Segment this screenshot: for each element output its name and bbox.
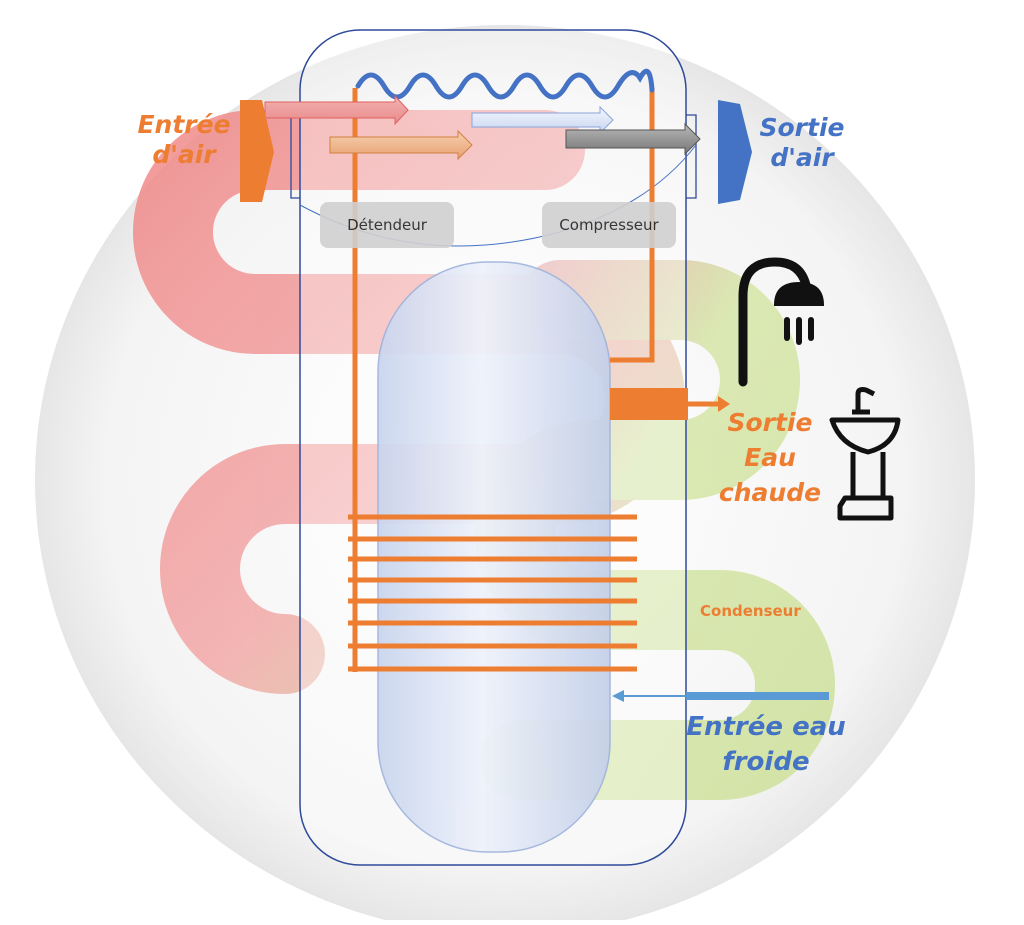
cold-water-inlet-label: Entrée eau froide bbox=[686, 712, 846, 778]
outlet-duct bbox=[686, 114, 697, 199]
air-inlet-chevron bbox=[240, 100, 274, 202]
condenser-coil bbox=[348, 514, 637, 672]
compressor-box: Compresseur bbox=[542, 202, 676, 248]
hot-water-outlet-label: Sortie Eau chaude bbox=[718, 408, 822, 507]
cold-water-inlet-pipe bbox=[686, 692, 829, 700]
evaporator-coil bbox=[355, 68, 655, 100]
refrigerant-circuit bbox=[352, 88, 655, 672]
right-refrigerant-pipe bbox=[610, 88, 655, 363]
compressor-label: Compresseur bbox=[559, 216, 659, 234]
sink-icon bbox=[829, 387, 901, 521]
air-outlet-label: Sortie d'air bbox=[759, 113, 845, 172]
expansion-valve-label: Détendeur bbox=[347, 216, 427, 234]
air-outlet-chevron bbox=[718, 100, 752, 204]
hot-water-arrow-head bbox=[718, 396, 730, 412]
air-arrow-orange bbox=[329, 129, 473, 161]
cold-water-arrow-head bbox=[612, 690, 624, 702]
air-inlet-label: Entrée d'air bbox=[137, 110, 231, 169]
shower-icon bbox=[738, 257, 825, 387]
expansion-valve-box: Détendeur bbox=[320, 202, 454, 248]
air-arrow-red bbox=[264, 94, 409, 126]
condenser-label: Condenseur bbox=[700, 602, 801, 620]
air-arrow-blue bbox=[471, 105, 614, 135]
hot-water-outlet-pipe bbox=[610, 388, 688, 420]
air-arrow-gray bbox=[565, 122, 701, 156]
